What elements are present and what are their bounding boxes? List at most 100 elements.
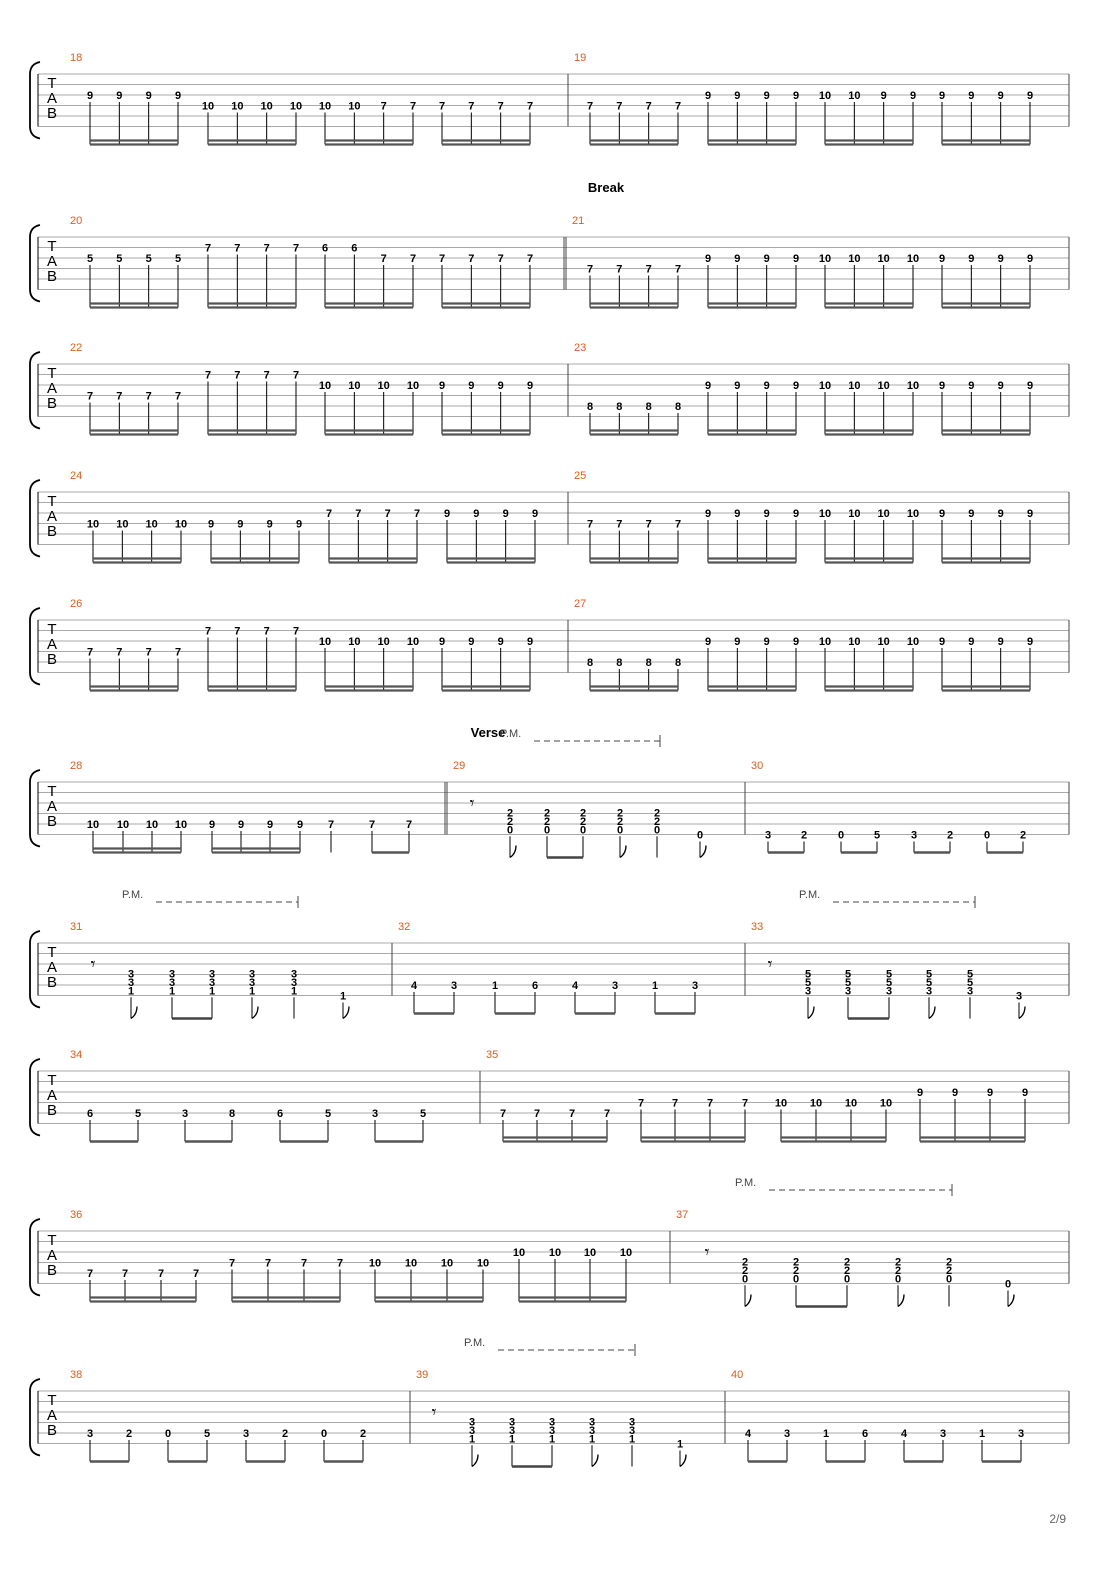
fret-number: 9 <box>1027 508 1033 520</box>
fret-number: 3 <box>1016 991 1022 1003</box>
fret-number: 3 <box>372 1108 378 1120</box>
system-bracket <box>29 1058 41 1137</box>
fret-number: 9 <box>968 90 974 102</box>
fret-number: 9 <box>1027 380 1033 392</box>
fret-number: 7 <box>355 508 361 520</box>
note-flag <box>591 1454 599 1468</box>
fret-number: 7 <box>646 101 652 113</box>
fret-number: 9 <box>439 636 445 648</box>
fret-number: 0 <box>984 830 990 842</box>
fret-number: 9 <box>705 380 711 392</box>
palm-mute-label: P.M. <box>735 1177 756 1189</box>
eighth-rest: 𝄾 <box>470 793 475 813</box>
fret-number: 9 <box>503 508 509 520</box>
note-flag <box>509 845 517 859</box>
fret-number: 3 <box>87 1428 93 1440</box>
fret-number: 2 <box>617 807 623 819</box>
fret-number: 10 <box>477 1258 489 1270</box>
fret-number: 7 <box>742 1098 748 1110</box>
fret-number: 3 <box>784 1428 790 1440</box>
fret-number: 7 <box>234 243 240 255</box>
fret-number: 7 <box>293 626 299 638</box>
measure-number: 31 <box>70 921 82 933</box>
fret-number: 10 <box>880 1098 892 1110</box>
fret-number: 7 <box>175 647 181 659</box>
fret-number: 2 <box>282 1428 288 1440</box>
fret-number: 8 <box>587 401 593 413</box>
note-flag <box>342 1006 350 1020</box>
fret-number: 7 <box>468 101 474 113</box>
fret-number: 7 <box>569 1108 575 1120</box>
fret-number: 9 <box>968 380 974 392</box>
tab-clef-letter: B <box>47 105 57 122</box>
fret-number: 0 <box>946 1273 952 1285</box>
fret-number: 1 <box>823 1428 829 1440</box>
eighth-rest: 𝄾 <box>768 954 773 974</box>
tab-clef-letter: T <box>47 944 56 961</box>
measure-number: 37 <box>676 1209 688 1221</box>
fret-number: 1 <box>340 991 346 1003</box>
measure-number: 35 <box>486 1049 498 1061</box>
fret-number: 7 <box>116 391 122 403</box>
fret-number: 9 <box>939 90 945 102</box>
fret-number: 3 <box>451 980 457 992</box>
measure-number: 33 <box>751 921 763 933</box>
fret-number: 5 <box>967 968 973 980</box>
measure-number: 18 <box>70 52 82 64</box>
fret-number: 6 <box>862 1428 868 1440</box>
measure-number: 38 <box>70 1369 82 1381</box>
fret-number: 7 <box>498 253 504 265</box>
fret-number: 9 <box>1027 253 1033 265</box>
fret-number: 5 <box>886 977 892 989</box>
fret-number: 10 <box>878 380 890 392</box>
fret-number: 9 <box>793 253 799 265</box>
fret-number: 10 <box>907 380 919 392</box>
measure-number: 26 <box>70 598 82 610</box>
tab-clef-letter: A <box>47 253 57 270</box>
fret-number: 10 <box>907 636 919 648</box>
fret-number: 5 <box>420 1108 426 1120</box>
fret-number: 3 <box>967 985 973 997</box>
fret-number: 4 <box>901 1428 908 1440</box>
fret-number: 10 <box>819 90 831 102</box>
measure-number: 29 <box>453 760 465 772</box>
fret-number: 7 <box>205 243 211 255</box>
fret-number: 2 <box>507 807 513 819</box>
fret-number: 2 <box>654 816 660 828</box>
fret-number: 0 <box>793 1273 799 1285</box>
fret-number: 10 <box>319 380 331 392</box>
fret-number: 7 <box>293 243 299 255</box>
tab-clef-letter: B <box>47 395 57 412</box>
fret-number: 7 <box>146 647 152 659</box>
note-flag <box>897 1294 905 1308</box>
fret-number: 3 <box>182 1108 188 1120</box>
fret-number: 7 <box>439 101 445 113</box>
fret-number: 7 <box>604 1108 610 1120</box>
fret-number: 7 <box>116 647 122 659</box>
fret-number: 7 <box>587 519 593 531</box>
fret-number: 7 <box>410 253 416 265</box>
fret-number: 10 <box>231 101 243 113</box>
system-bracket <box>29 479 41 558</box>
measure-number: 36 <box>70 1209 82 1221</box>
fret-number: 1 <box>492 980 498 992</box>
fret-number: 3 <box>291 977 297 989</box>
tab-clef-letter: B <box>47 523 57 540</box>
tab-clef-letter: A <box>47 959 57 976</box>
fret-number: 3 <box>692 980 698 992</box>
fret-number: 2 <box>617 816 623 828</box>
fret-number: 7 <box>87 647 93 659</box>
fret-number: 2 <box>793 1265 799 1277</box>
tab-clef-letter: A <box>47 1407 57 1424</box>
fret-number: 10 <box>87 519 99 531</box>
fret-number: 2 <box>742 1265 748 1277</box>
fret-number: 5 <box>845 968 851 980</box>
fret-number: 10 <box>407 380 419 392</box>
fret-number: 5 <box>926 968 932 980</box>
fret-number: 0 <box>321 1428 327 1440</box>
note-flag <box>471 1454 479 1468</box>
